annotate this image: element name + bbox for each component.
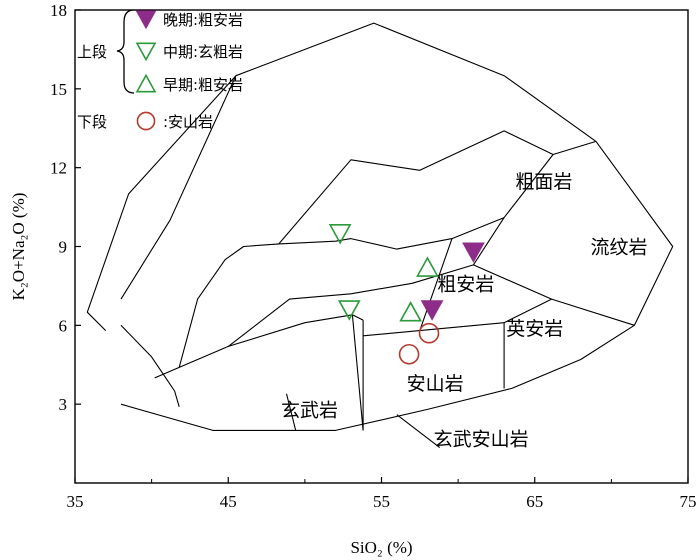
basaltic-andesite-pointer: [396, 414, 441, 448]
y-tick-label: 12: [50, 159, 67, 178]
field-label: 流纹岩: [591, 237, 648, 259]
legend-label: 晚期:粗安岩: [163, 11, 243, 29]
data-point: [418, 322, 440, 344]
y-axis-title: K₂O+Na₂O (%): [9, 193, 28, 301]
y-tick-label: 6: [59, 316, 68, 335]
data-point: [420, 300, 444, 321]
field-label: 玄武安山岩: [434, 428, 529, 450]
field-label: 粗面岩: [515, 171, 572, 193]
field-boundary-13: [120, 75, 237, 300]
classification-field-lines: [86, 22, 674, 448]
data-point: [416, 256, 439, 277]
field-boundary-7: [227, 217, 505, 347]
legend-brace: [116, 9, 135, 94]
field-boundary-12: [285, 393, 297, 431]
x-tick-label: 55: [373, 492, 390, 511]
field-boundary-11: [351, 314, 364, 431]
data-point: [462, 242, 485, 263]
field-boundary-2: [154, 314, 364, 379]
data-point: [399, 301, 422, 322]
field-boundary-9: [473, 264, 552, 300]
data-point: [398, 343, 420, 365]
y-tick-label: 15: [50, 80, 67, 99]
legend-label: 早期:粗安岩: [163, 76, 243, 94]
data-points: [328, 224, 485, 365]
y-tick-label: 9: [59, 238, 68, 257]
field-boundary-1: [120, 324, 180, 407]
legend-marker: [136, 111, 156, 131]
legend-label: 中期:玄粗岩: [163, 43, 243, 61]
field-label: 安山岩: [407, 373, 464, 395]
y-tick-label: 18: [50, 1, 67, 20]
field-boundary-4: [363, 298, 635, 337]
legend-group-label: 下段: [77, 113, 107, 131]
field-boundary-6: [278, 130, 554, 245]
field-boundary-8: [419, 238, 453, 331]
data-point: [337, 300, 361, 321]
x-tick-label: 75: [680, 492, 697, 511]
field-boundary-0: [86, 22, 674, 431]
legend-label: :安山岩: [163, 113, 213, 131]
x-axis-title: SiO₂ (%): [350, 538, 412, 557]
legend-marker: [135, 73, 157, 93]
data-point: [328, 224, 352, 245]
field-boundary-5: [178, 140, 597, 368]
x-tick-label: 35: [67, 492, 84, 511]
legend-group-label: 上段: [77, 43, 107, 61]
x-axis-ticks: 35 45 55 65 75: [67, 477, 697, 511]
field-label: 粗安岩: [437, 273, 494, 295]
field-label: 英安岩: [506, 318, 563, 340]
field-label: 玄武岩: [281, 399, 338, 421]
y-tick-label: 3: [59, 395, 68, 414]
x-tick-label: 45: [220, 492, 237, 511]
x-tick-label: 65: [526, 492, 543, 511]
legend-marker: [135, 10, 157, 30]
y-axis-ticks: 3 6 9 12 15 18: [50, 1, 81, 414]
legend-marker: [135, 42, 157, 62]
